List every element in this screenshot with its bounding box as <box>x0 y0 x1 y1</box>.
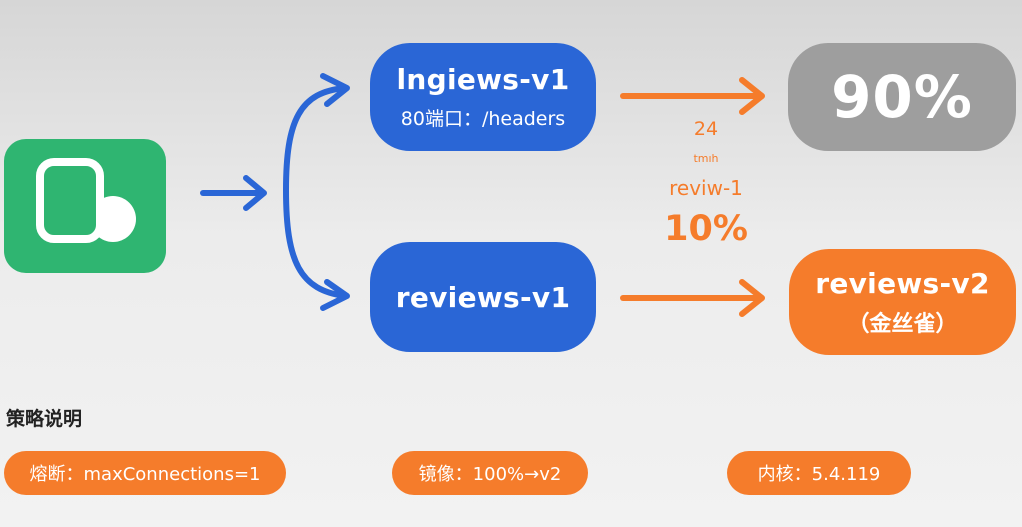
app-icon <box>36 158 136 243</box>
branch-top-head <box>320 73 350 107</box>
app-tile <box>4 139 166 273</box>
service-node-top: lngiews-v1 80端口：/headers <box>370 43 596 151</box>
service-node-canary: reviews-v2 （金丝雀） <box>789 249 1016 355</box>
service-node-bottom: reviews-v1 <box>370 242 596 352</box>
middle-number: 24 <box>693 118 719 140</box>
node-bottom-title: reviews-v1 <box>395 280 571 314</box>
node-canary-subtitle: （金丝雀） <box>847 311 958 337</box>
node-canary-title: reviews-v2 <box>815 266 990 300</box>
arrow-to-v2-head <box>739 279 765 317</box>
traffic-node-90: 90% <box>788 43 1016 151</box>
arrow-to-90-head <box>739 77 765 115</box>
node-top-title: lngiews-v1 <box>396 63 570 96</box>
pill-circuit-breaker: 熔断：maxConnections=1 <box>4 451 286 495</box>
traffic-percent-90: 90% <box>831 63 973 131</box>
node-top-subtitle: 80端口：/headers <box>400 108 566 130</box>
middle-small-text: tmıh <box>693 152 719 165</box>
branch-curve <box>283 85 348 299</box>
pill-kernel: 内核：5.4.119 <box>727 451 911 495</box>
middle-percent: 10% <box>664 209 748 249</box>
section-title: 策略说明 <box>6 408 83 430</box>
middle-label: reviw-1 <box>669 176 743 200</box>
pill-mirror: 镜像：100%→v2 <box>392 451 588 495</box>
branch-bottom-head <box>320 279 350 311</box>
entry-arrow-head <box>243 175 267 211</box>
